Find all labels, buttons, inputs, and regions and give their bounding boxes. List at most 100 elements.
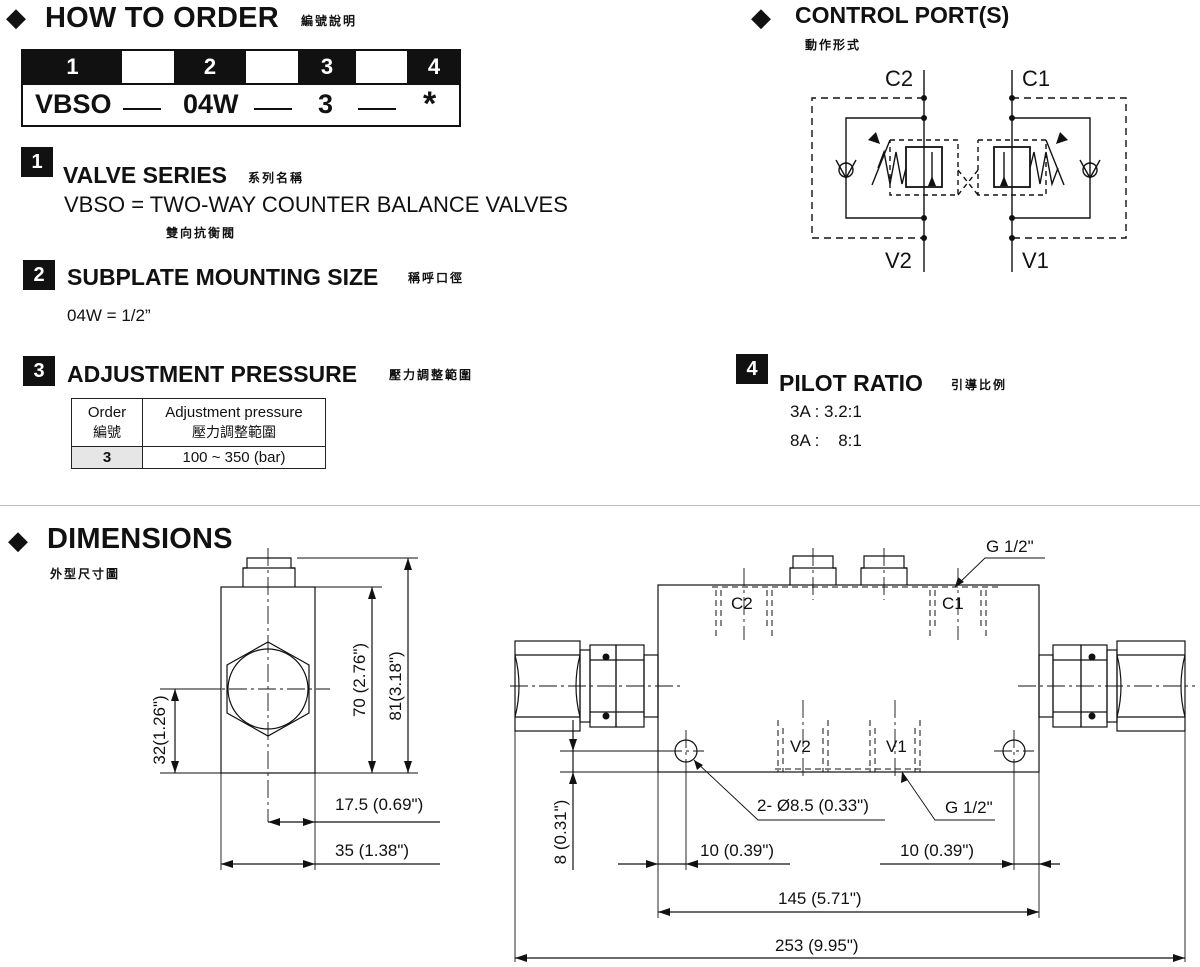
junction-dot [921, 235, 927, 241]
junction-dot [1009, 115, 1015, 121]
pressure-table-header-order: Order 編號 [71, 398, 143, 447]
subplate-title-cn: 稱呼口徑 [408, 271, 465, 285]
pressure-table: Order 編號 Adjustment pressure 壓力調整範圍 3 10… [71, 398, 326, 469]
section-number-2: 2 [23, 260, 55, 290]
label-port-v2: V2 [790, 737, 811, 756]
side-view-drawing: 70 (2.76") 81(3.18") 32(1.26") 17.5 (0.6… [150, 548, 440, 870]
right-spring [1029, 151, 1059, 187]
order-code-table: 1 2 3 4 VBSO 04W 3 * [21, 49, 461, 127]
port-label-v2: V2 [885, 248, 912, 273]
pilot-ratio-item: 3A : 3.2:1 [790, 402, 862, 421]
section-number-1: 1 [21, 147, 53, 177]
junction-dot [1009, 95, 1015, 101]
how-to-order-title-cn: 編號說明 [301, 14, 358, 28]
hidden-port-c1 [929, 590, 987, 636]
side-view-top-fitting [242, 557, 296, 587]
pressure-table-row-pressure: 100 ~ 350 (bar) [142, 446, 326, 469]
order-position-2: 2 [174, 51, 246, 83]
junction-dot [1009, 215, 1015, 221]
control-port-title-cn: 動作形式 [805, 38, 862, 52]
left-check-seat [835, 159, 857, 180]
dim-label-32: 32(1.26") [150, 695, 169, 764]
pilot-ratio-title-cn: 引導比例 [951, 378, 1008, 392]
dimensions-title-cn: 外型尺寸圖 [50, 567, 121, 581]
left-spring [877, 149, 907, 185]
dim-label-8: 8 (0.31") [551, 800, 570, 865]
bullet-diamond-icon: ◆ [751, 2, 771, 32]
label-g-top: G 1/2" [986, 537, 1034, 556]
junction-dot [1009, 235, 1015, 241]
order-position-3: 3 [298, 51, 356, 83]
pressure-table-header-pressure: Adjustment pressure 壓力調整範圍 [142, 398, 326, 447]
order-code-pilot: * [423, 85, 437, 123]
hidden-port-c2 [715, 590, 773, 636]
dim-label-253: 253 (9.95") [775, 936, 859, 955]
right-flow-arrow [1000, 176, 1008, 186]
right-check-seat [1079, 159, 1101, 180]
header-pressure-cn: 壓力調整範圍 [192, 424, 276, 441]
junction-dot [921, 115, 927, 121]
valve-series-desc: VBSO = TWO-WAY COUNTER BALANCE VALVES [64, 192, 568, 217]
section-number-3: 3 [23, 356, 55, 386]
cross-pilot-dashed [957, 169, 979, 196]
valve-series-title: VALVE SERIES [63, 162, 228, 188]
control-port-title: CONTROL PORT(S) [795, 2, 1010, 28]
left-valve-body [905, 146, 943, 188]
label-port-c2: C2 [731, 594, 753, 613]
dim-label-10-left: 10 (0.39") [700, 841, 774, 860]
right-arrow-head [1056, 132, 1068, 144]
valve-series-desc-cn: 雙向抗衡閥 [166, 226, 237, 240]
subplate-value: 04W = 1/2” [67, 306, 151, 325]
order-dash [254, 108, 292, 110]
order-dash [123, 108, 161, 110]
order-position-4: 4 [407, 51, 461, 83]
dimensions-title: DIMENSIONS [47, 523, 233, 555]
order-position-1: 1 [23, 51, 122, 83]
right-fitting-assembly [1038, 640, 1186, 732]
left-bypass-line [845, 117, 924, 219]
dim-label-10-right: 10 (0.39") [900, 841, 974, 860]
bullet-diamond-icon: ◆ [6, 2, 26, 32]
pressure-table-row-order: 3 [71, 446, 143, 469]
order-code-series: VBSO [35, 89, 112, 119]
port-label-c1: C1 [1022, 66, 1050, 91]
section-number-4: 4 [736, 354, 768, 384]
bullet-diamond-icon: ◆ [8, 525, 28, 555]
front-view-drawing: G 1/2" C2 C1 V2 V1 2- Ø8.5 (0.33") G 1/2… [510, 537, 1195, 962]
port-label-v1: V1 [1022, 248, 1049, 273]
front-view-body [657, 584, 1040, 773]
hydraulic-circuit-symbol: C2 C1 V2 V1 [811, 66, 1127, 273]
left-fitting-assembly [514, 640, 659, 732]
order-code-size: 04W [183, 89, 239, 119]
header-order-cn: 編號 [93, 424, 121, 441]
left-pilot-dashed [889, 139, 959, 196]
right-bypass-line [1012, 117, 1091, 219]
order-code-pressure: 3 [318, 89, 334, 119]
pilot-ratio-title: PILOT RATIO [779, 370, 923, 396]
label-port-v1: V1 [886, 737, 907, 756]
dim-label-70: 70 (2.76") [350, 643, 369, 717]
label-port-c1: C1 [942, 594, 964, 613]
label-mounting-hole: 2- Ø8.5 (0.33") [757, 796, 869, 815]
dim-label-81: 81(3.18") [386, 651, 405, 720]
hidden-port-v1 [869, 720, 921, 772]
right-pilot-dashed [977, 139, 1047, 196]
section-divider [0, 505, 1200, 506]
junction-dot [921, 215, 927, 221]
leader-hole [693, 759, 885, 821]
header-pressure-en: Adjustment pressure [165, 403, 303, 421]
mounting-hole-left [674, 739, 698, 763]
valve-series-title-cn: 系列名稱 [248, 171, 305, 185]
mounting-hole-right [1002, 739, 1026, 763]
adjustment-title: ADJUSTMENT PRESSURE [67, 361, 358, 387]
left-flow-arrow [928, 176, 936, 186]
header-order-en: Order [87, 403, 127, 421]
pilot-ratio-item: 8A : 8:1 [790, 431, 862, 450]
subplate-title: SUBPLATE MOUNTING SIZE [67, 264, 379, 290]
right-adjust-arrow [1045, 139, 1065, 186]
how-to-order-title: HOW TO ORDER [45, 2, 279, 34]
leader-g-top [954, 557, 1045, 588]
leader-g-bottom [901, 771, 995, 821]
dim-label-35: 35 (1.38") [335, 841, 409, 860]
adjustment-title-cn: 壓力調整範圍 [389, 368, 474, 382]
